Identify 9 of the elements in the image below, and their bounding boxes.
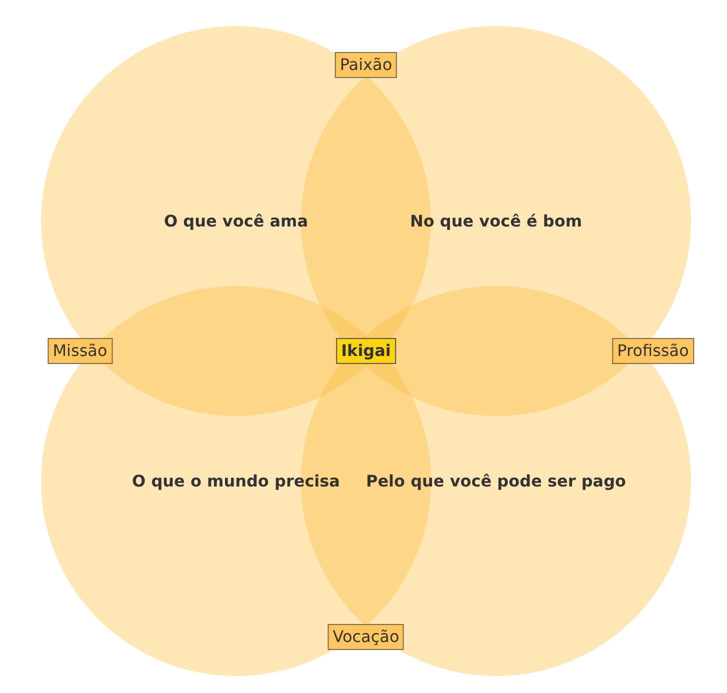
circle-label: Pelo que você pode ser pago — [366, 472, 626, 490]
circle-label: O que o mundo precisa — [132, 472, 340, 490]
overlap-label: Profissão — [612, 338, 694, 364]
circle-label: O que você ama — [164, 212, 308, 230]
center-label: Ikigai — [336, 338, 396, 364]
overlap-label: Paixão — [334, 52, 398, 78]
overlap-label: Missão — [48, 338, 112, 364]
circle-label: No que você é bom — [410, 212, 582, 230]
overlap-label: Vocação — [328, 624, 404, 650]
